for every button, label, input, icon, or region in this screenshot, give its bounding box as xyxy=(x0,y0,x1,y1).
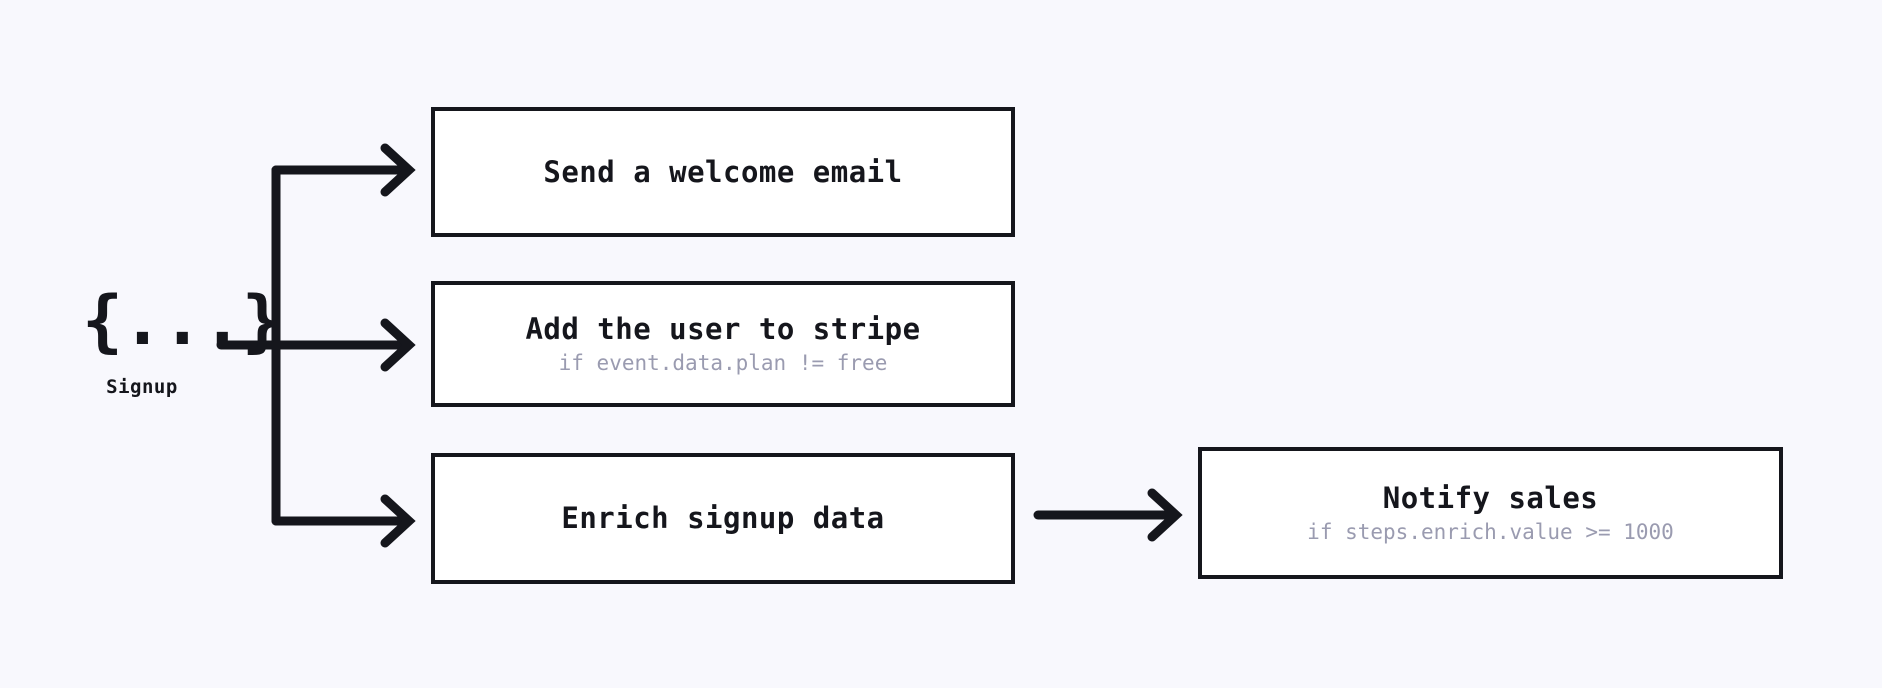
step-title: Add the user to stripe xyxy=(525,311,921,346)
trigger-label: Signup xyxy=(106,376,178,398)
step-card-welcome[interactable]: Send a welcome email xyxy=(431,107,1015,237)
step-card-stripe[interactable]: Add the user to stripe if event.data.pla… xyxy=(431,281,1015,407)
arrowhead-welcome xyxy=(380,143,416,197)
arrowhead-notify xyxy=(1147,488,1183,542)
arrowhead-stripe xyxy=(380,318,416,372)
step-card-enrich[interactable]: Enrich signup data xyxy=(431,453,1015,584)
step-card-notify[interactable]: Notify sales if steps.enrich.value >= 10… xyxy=(1198,447,1783,579)
arrowhead-enrich xyxy=(380,494,416,548)
step-title: Send a welcome email xyxy=(543,154,903,189)
step-condition: if event.data.plan != free xyxy=(558,350,888,375)
step-title: Enrich signup data xyxy=(561,501,885,536)
step-title: Notify sales xyxy=(1382,480,1599,515)
step-condition: if steps.enrich.value >= 1000 xyxy=(1307,519,1674,544)
json-braces-icon: {...} xyxy=(82,282,283,361)
trigger-node[interactable]: {...} Signup xyxy=(82,282,283,399)
